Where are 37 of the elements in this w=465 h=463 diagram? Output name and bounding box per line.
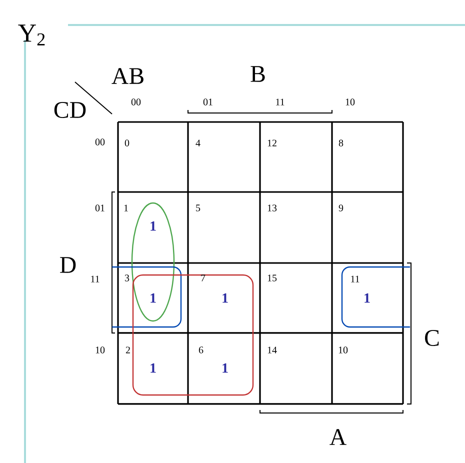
cell-number: 4 [196,140,200,146]
row-header: 00 [95,138,105,146]
cell-number: 14 [268,346,277,354]
column-header: 00 [131,98,141,106]
cell-number: 5 [196,204,200,212]
cell-number: 2 [126,346,130,354]
variable-label: CD [54,102,86,118]
cell-number: 10 [338,346,348,354]
cell-value: 1 [222,363,228,373]
map-title: Y$_{2}$ [18,24,45,46]
cell-value: 1 [150,363,156,373]
variable-label: D [60,257,76,273]
cell-value: 1 [222,293,228,303]
column-header: 11 [276,98,284,106]
variable-label: AB [112,68,144,84]
row-header: 01 [95,204,104,212]
variable-label: A [330,429,346,445]
cell-value: 1 [150,221,156,231]
cell-number: 9 [338,204,344,212]
cell-value: 1 [364,293,370,303]
cell-number: 3 [125,274,130,282]
column-header: 10 [346,98,355,106]
cell-number: 8 [338,140,344,146]
row-header: 10 [96,346,105,354]
cell-number: 11 [351,276,360,282]
cell-number: 7 [201,274,206,282]
variable-label: C [425,330,439,346]
cell-value: 1 [150,293,156,303]
cell-number: 12 [268,140,276,146]
column-header: 01 [203,98,212,106]
variable-label: B [250,66,265,82]
cell-number: 6 [198,346,204,354]
cell-number: 15 [268,274,277,282]
row-header: 11 [91,276,100,282]
cell-number: 0 [124,140,130,146]
cell-number: 1 [124,204,128,212]
cell-number: 13 [268,204,277,212]
